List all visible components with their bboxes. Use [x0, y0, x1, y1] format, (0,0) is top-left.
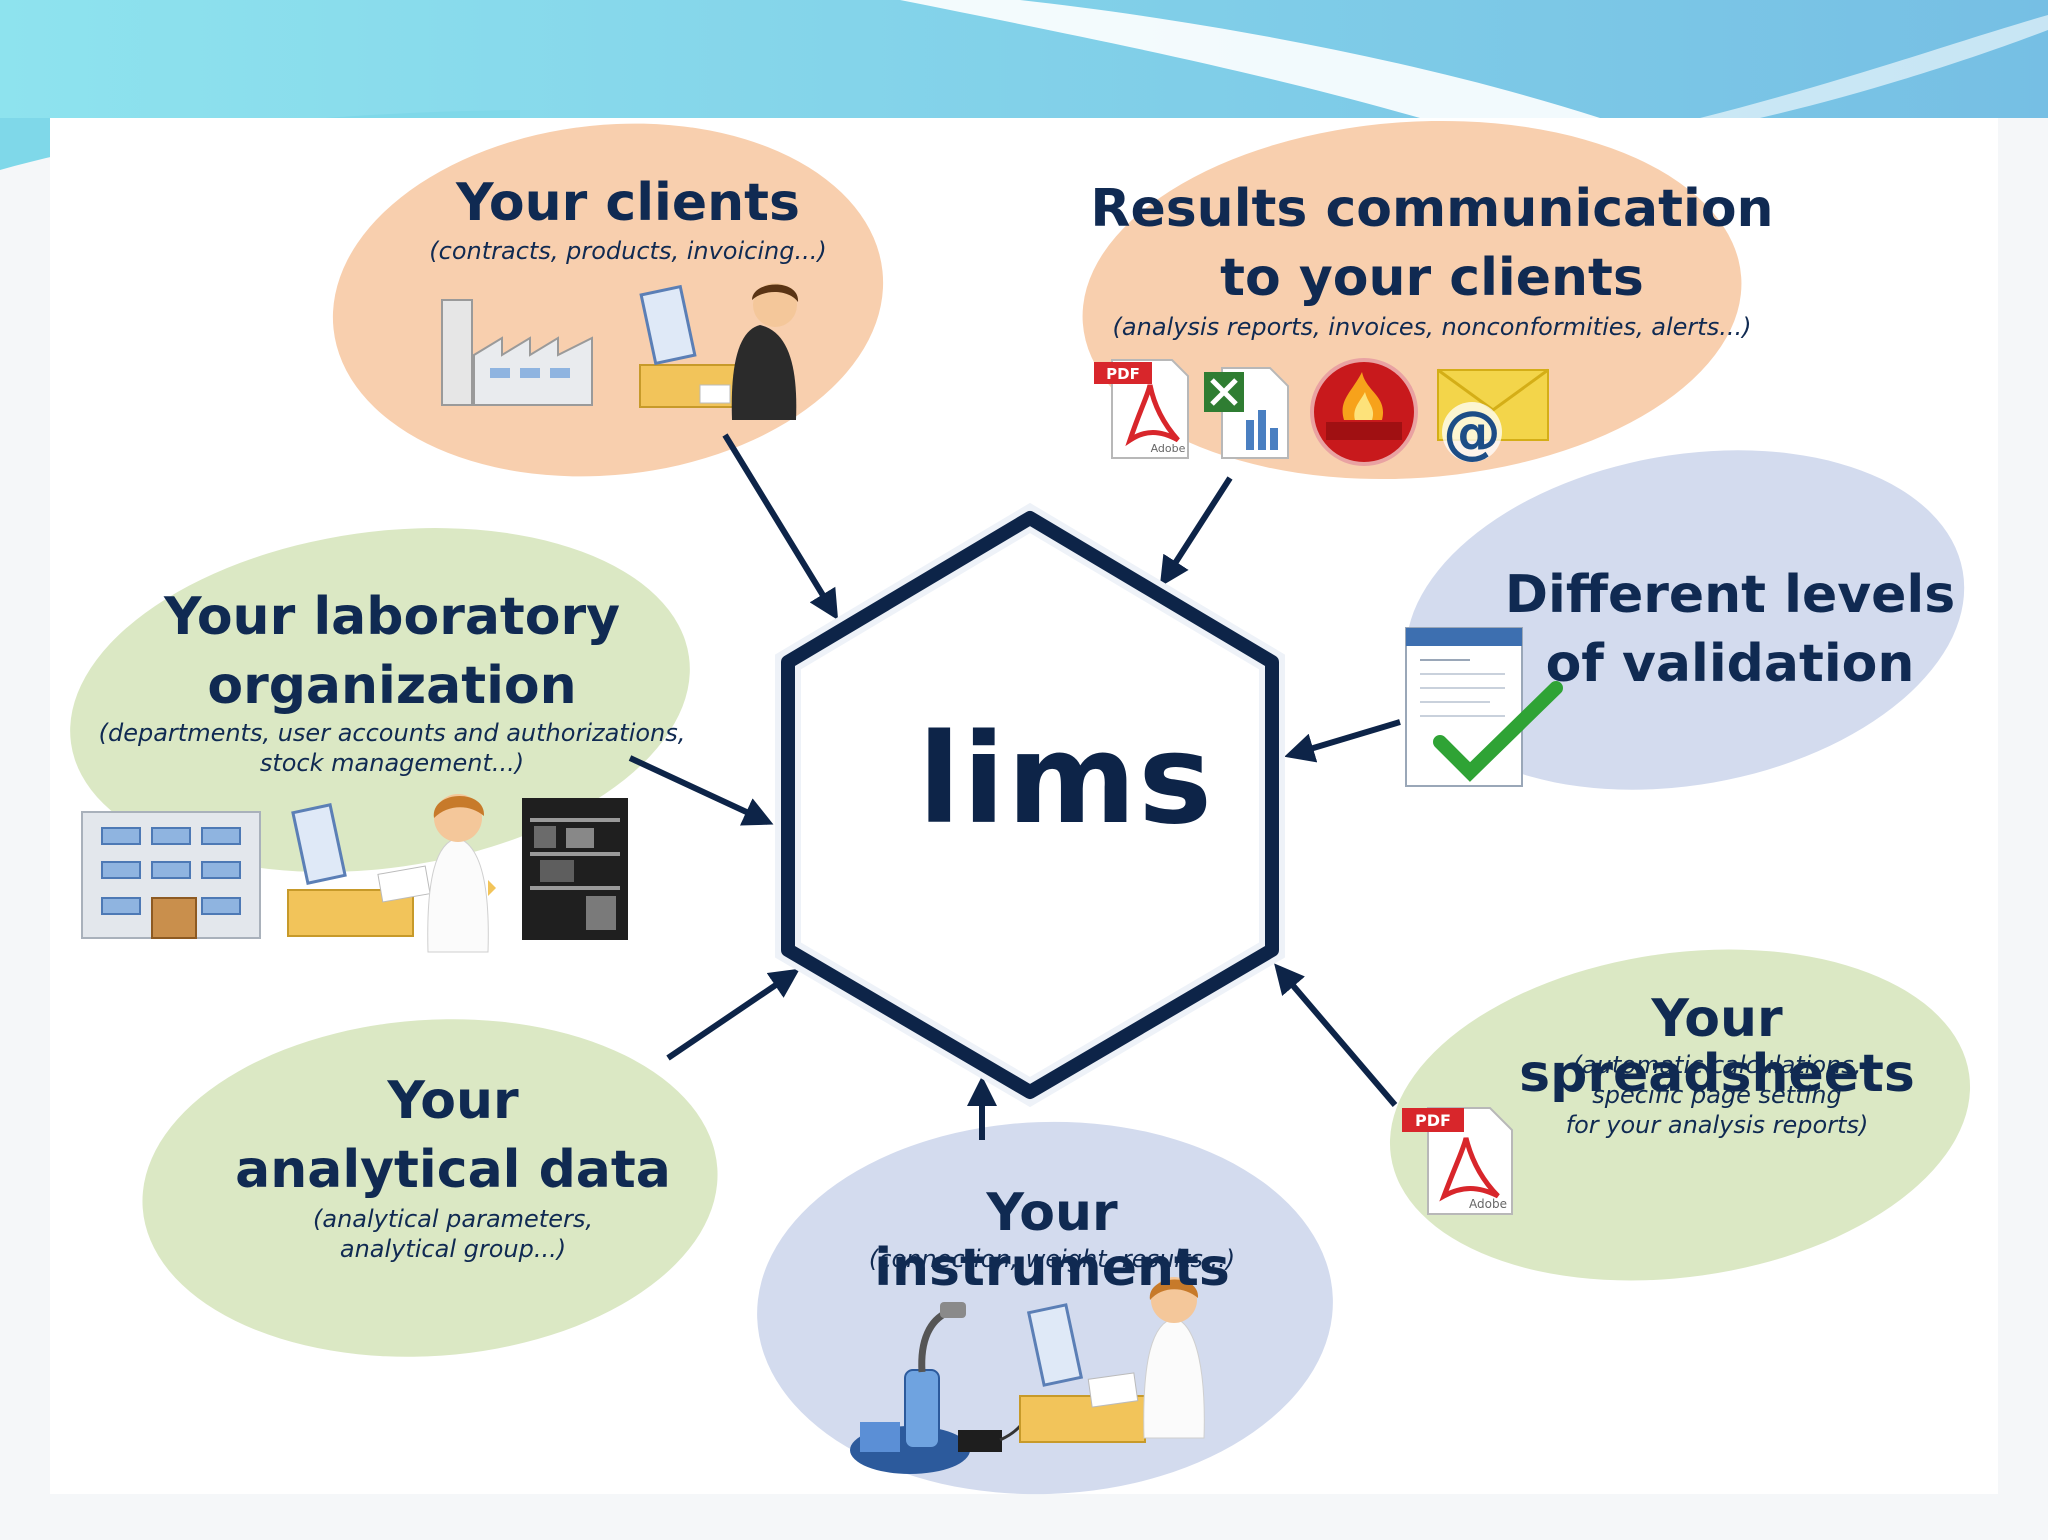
- arrow-validation: [1284, 719, 1401, 763]
- arrow-analytical: [666, 968, 800, 1061]
- lims-label: lims: [918, 708, 1215, 852]
- bubble-lab: [70, 528, 690, 872]
- spreadsheets-subtitle: (automatic calculations, specific page s…: [1565, 1051, 1869, 1139]
- arrow-lab: [628, 755, 774, 826]
- instruments-subtitle: (connection, weight, results...): [868, 1245, 1236, 1273]
- pdf-label: PDF: [1106, 365, 1140, 383]
- results-title: Results communication to your clients: [1090, 179, 1774, 308]
- stock-shelves-icon: [522, 798, 628, 940]
- bubble-spreadsheets: [1389, 949, 1971, 1281]
- svg-text:@: @: [1443, 398, 1501, 466]
- excel-file-icon: [1204, 367, 1289, 459]
- clients-subtitle: (contracts, products, invoicing...): [429, 237, 827, 265]
- arrow-spreadsheets: [1274, 963, 1398, 1107]
- lims-hexagon-border: [781, 511, 1279, 1099]
- lab-staff-at-desk-icon: [287, 794, 496, 953]
- email-icon: @: [1437, 368, 1549, 466]
- analytical-subtitle: (analytical parameters, analytical group…: [313, 1205, 593, 1263]
- building-icon: [81, 811, 261, 939]
- arrow-results: [1159, 476, 1233, 588]
- pdf-file-icon: PDF Adobe: [1094, 359, 1189, 459]
- spreadsheets-title: Your spreadsheets: [1519, 989, 1915, 1104]
- factory-icon: [441, 299, 593, 406]
- client-at-desk-icon: [639, 283, 799, 420]
- alert-badge-icon: [1310, 358, 1418, 466]
- validated-document-icon: [1405, 627, 1563, 787]
- validation-title: Different levels of validation: [1504, 565, 1956, 694]
- analytical-title: Your analytical data: [235, 1071, 671, 1200]
- instruments-title: Your instruments: [874, 1183, 1230, 1298]
- spreadsheet-pdf-icon: PDF Adobe: [1402, 1107, 1513, 1215]
- lab-title: Your laboratory organization: [163, 587, 621, 716]
- adobe-label: Adobe: [1151, 442, 1186, 455]
- arrow-clients: [722, 433, 839, 621]
- results-subtitle: (analysis reports, invoices, nonconformi…: [1112, 313, 1752, 341]
- bubble-analytical: [142, 1019, 718, 1357]
- pdf-label-2: PDF: [1415, 1111, 1451, 1130]
- adobe-label-2: Adobe: [1469, 1197, 1507, 1211]
- clients-title: Your clients: [456, 173, 800, 233]
- lab-subtitle: (departments, user accounts and authoriz…: [98, 719, 686, 777]
- operator-at-desk-icon: [1019, 1277, 1205, 1443]
